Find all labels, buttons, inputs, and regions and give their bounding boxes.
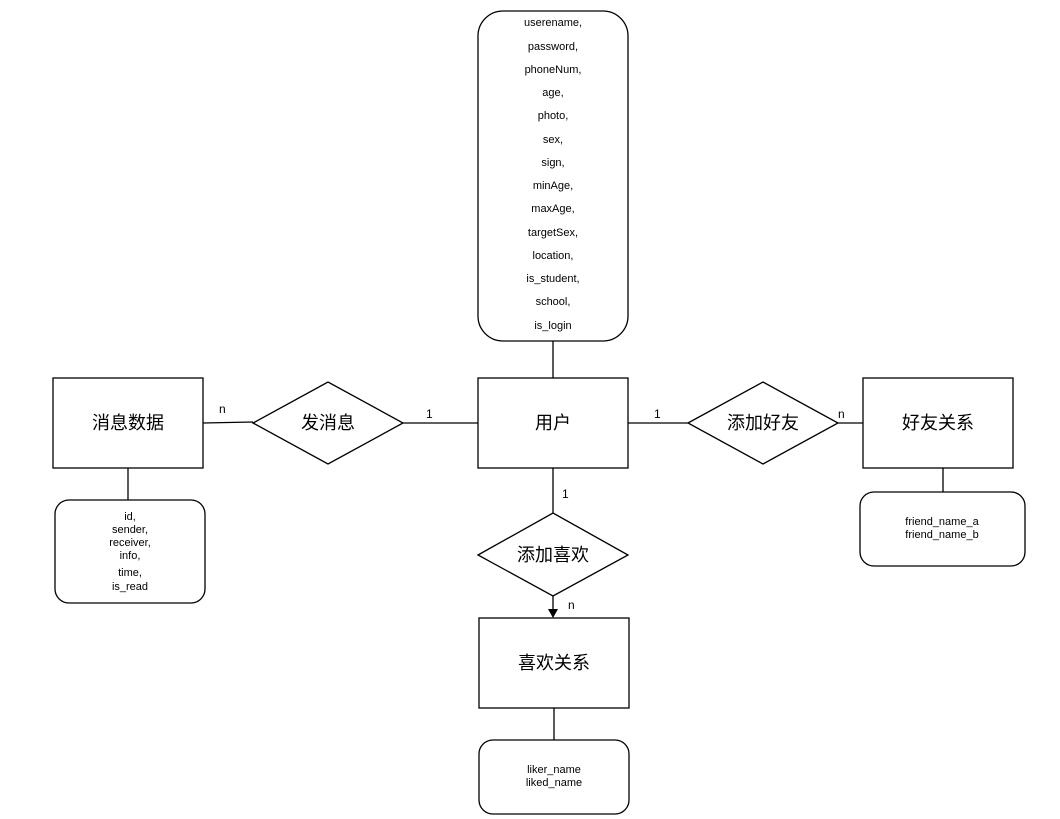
relation-send-message[interactable]: 发消息 bbox=[251, 381, 405, 465]
like-attributes-box: liker_name liked_name bbox=[478, 739, 630, 815]
entity-message-data-label: 消息数据 bbox=[92, 413, 164, 434]
user-attr: location, bbox=[533, 250, 574, 262]
user-attr: is_student, bbox=[526, 273, 579, 285]
entity-user-label: 用户 bbox=[535, 413, 571, 434]
relation-add-like-label: 添加喜欢 bbox=[517, 545, 589, 566]
user-attr: is_login bbox=[534, 320, 571, 332]
message-attributes-box: id, sender, receiver, info, time, is_rea… bbox=[54, 499, 206, 604]
user-attr: sign, bbox=[541, 157, 564, 169]
entity-message-data[interactable]: 消息数据 bbox=[52, 377, 204, 469]
cardinality-user-message: 1 bbox=[426, 407, 433, 421]
cardinality-user-friend: 1 bbox=[654, 407, 661, 421]
user-attr: password, bbox=[528, 41, 578, 53]
user-attr: minAge, bbox=[533, 180, 573, 192]
like-attr: liker_name bbox=[527, 764, 581, 776]
user-attr: targetSex, bbox=[528, 227, 578, 239]
friend-attributes-box: friend_name_a friend_name_b bbox=[859, 491, 1026, 567]
friend-attr: friend_name_a bbox=[905, 516, 979, 528]
user-attr: age, bbox=[542, 87, 563, 99]
message-attr: is_read bbox=[112, 581, 148, 593]
message-attr: time, bbox=[118, 567, 142, 579]
message-attr: id, bbox=[124, 511, 136, 523]
relation-add-like[interactable]: 添加喜欢 bbox=[476, 512, 630, 597]
cardinality-labels: n 1 1 n 1 n bbox=[219, 402, 845, 612]
entity-friend-relation-label: 好友关系 bbox=[902, 413, 974, 434]
relation-send-message-label: 发消息 bbox=[301, 413, 355, 434]
user-attr: school, bbox=[536, 296, 571, 308]
message-attr: info, bbox=[120, 550, 141, 562]
friend-attr: friend_name_b bbox=[905, 529, 978, 541]
edge-message-send bbox=[202, 421, 254, 424]
cardinality-user-like: 1 bbox=[562, 487, 569, 501]
entity-user[interactable]: 用户 bbox=[477, 377, 629, 469]
message-attr: receiver, bbox=[109, 537, 151, 549]
cardinality-friend: n bbox=[838, 407, 845, 421]
connectors bbox=[127, 341, 944, 740]
entity-like-relation-label: 喜欢关系 bbox=[518, 653, 590, 674]
user-attributes-box: userename, password, phoneNum, age, phot… bbox=[477, 10, 629, 342]
cardinality-message: n bbox=[219, 402, 226, 416]
user-attr: phoneNum, bbox=[525, 64, 582, 76]
user-attr: photo, bbox=[538, 110, 569, 122]
user-attr: maxAge, bbox=[531, 203, 574, 215]
like-attr: liked_name bbox=[526, 777, 582, 789]
arrowhead bbox=[548, 609, 558, 618]
entity-friend-relation[interactable]: 好友关系 bbox=[862, 377, 1014, 469]
cardinality-like: n bbox=[568, 598, 575, 612]
message-attr: sender, bbox=[112, 524, 148, 536]
relation-add-friend[interactable]: 添加好友 bbox=[686, 381, 840, 465]
user-attr: sex, bbox=[543, 134, 563, 146]
user-attr: userename, bbox=[524, 17, 582, 29]
relation-add-friend-label: 添加好友 bbox=[727, 413, 799, 434]
entity-like-relation[interactable]: 喜欢关系 bbox=[478, 617, 630, 709]
